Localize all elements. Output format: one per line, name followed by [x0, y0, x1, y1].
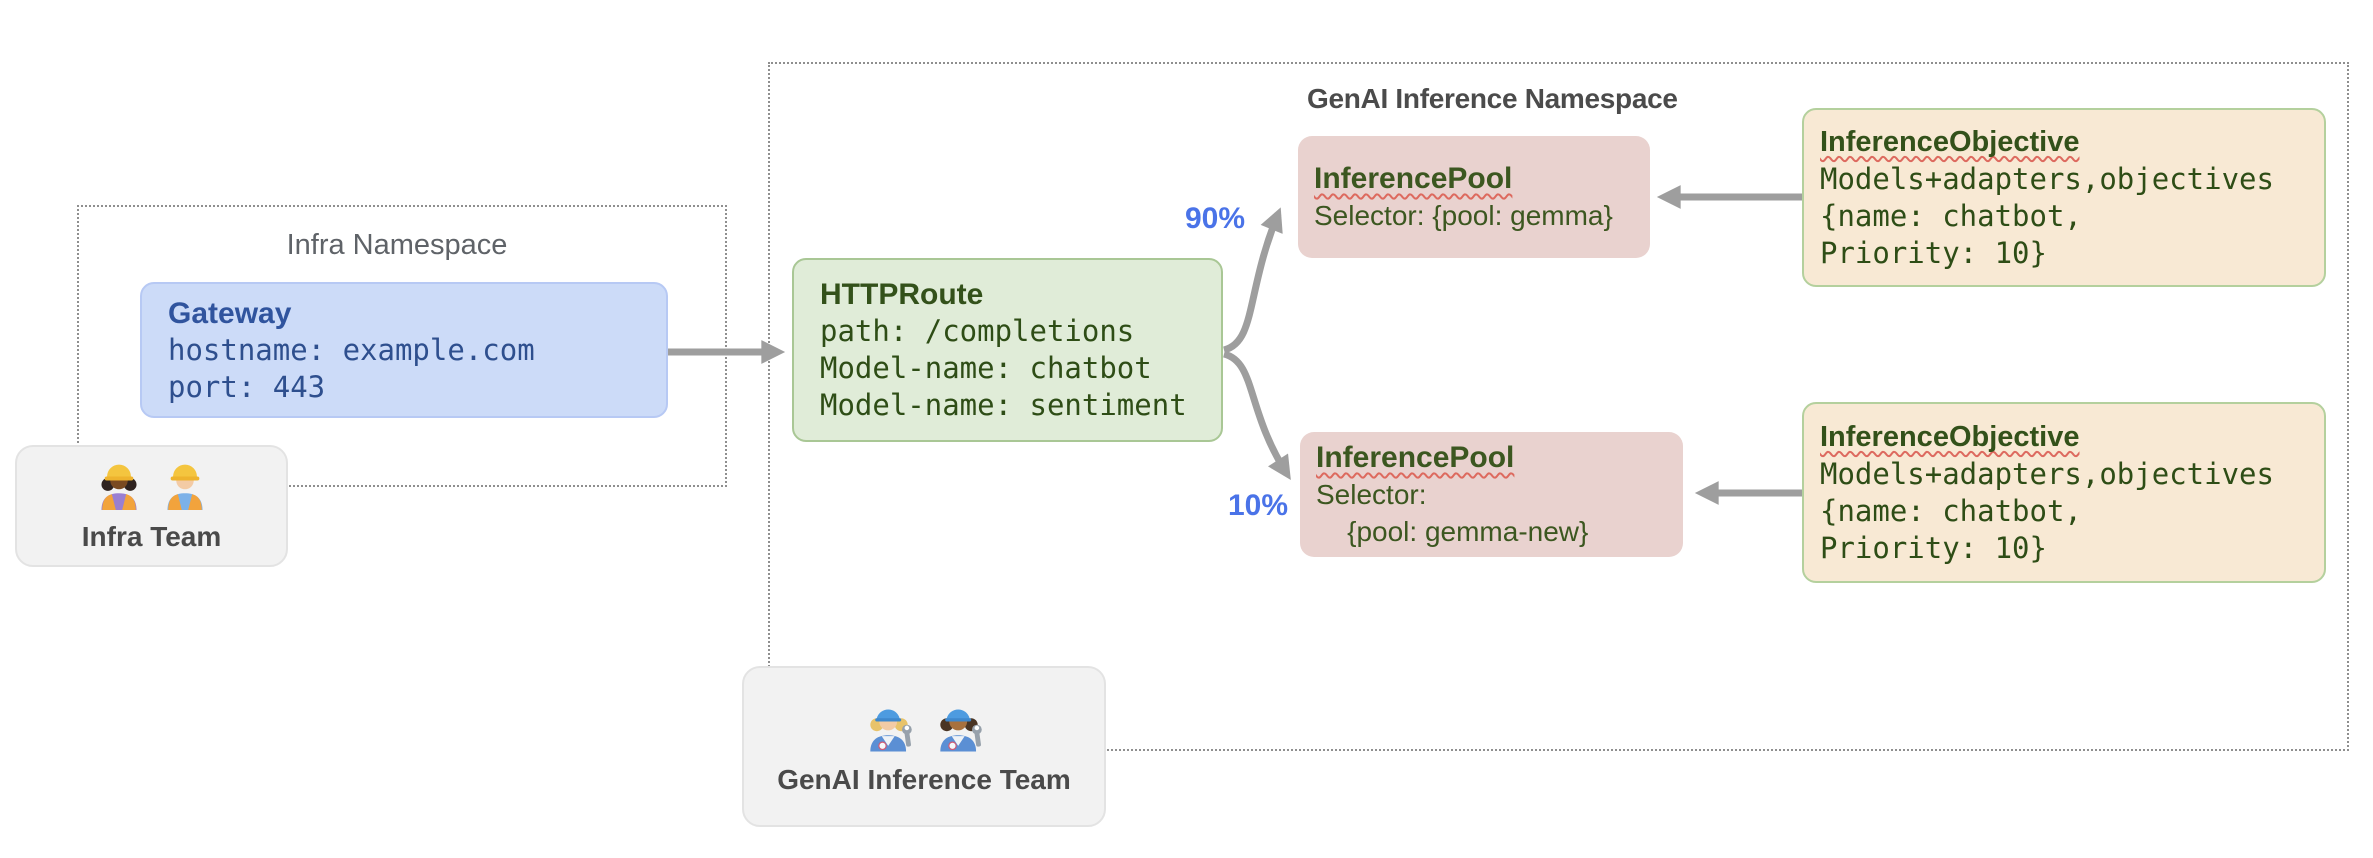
gateway-box: Gateway hostname: example.com port: 443 — [140, 282, 668, 418]
inference-objective-bottom-name-line: {name: chatbot, — [1820, 493, 2082, 528]
mechanic-man-icon — [933, 698, 985, 758]
httproute-path-line: path: /completions — [820, 314, 1135, 348]
infra-team-card: Infra Team — [15, 445, 288, 567]
traffic-weight-10-label: 10% — [1228, 489, 1289, 522]
infra-namespace-label: Infra Namespace — [286, 229, 508, 261]
inference-pool-bottom-box: InferencePool Selector: {pool: gemma-new… — [1300, 432, 1683, 557]
httproute-box: HTTPRoute path: /completions Model-name:… — [792, 258, 1223, 442]
inference-pool-top-selector-line: Selector: {pool: gemma} — [1314, 200, 1613, 231]
inference-objective-top-box: InferenceObjective Models+adapters,objec… — [1802, 108, 2326, 287]
genai-namespace-label: GenAI Inference Namespace — [1307, 83, 1678, 114]
httproute-model-sentiment-line: Model-name: sentiment — [820, 388, 1187, 422]
genai-team-icons — [863, 698, 985, 758]
inference-objective-top-models-line: Models+adapters,objectives — [1820, 161, 2274, 196]
inference-pool-bottom-selector-line: Selector: — [1316, 479, 1427, 510]
infra-namespace-box — [77, 205, 727, 487]
inference-objective-bottom-priority-line: Priority: 10} — [1820, 530, 2047, 565]
httproute-title: HTTPRoute — [820, 278, 984, 311]
infra-team-label: Infra Team — [81, 521, 222, 552]
genai-team-card: GenAI Inference Team — [742, 666, 1106, 827]
traffic-weight-90-label: 90% — [1185, 202, 1246, 235]
inference-pool-top-title: InferencePool — [1314, 162, 1513, 195]
gateway-hostname-line: hostname: example.com — [168, 332, 535, 367]
inference-pool-top-box: InferencePool Selector: {pool: gemma} — [1298, 136, 1650, 258]
infra-team-icons — [95, 459, 209, 515]
inference-pool-bottom-title: InferencePool — [1316, 441, 1515, 474]
inference-pool-bottom-selector-value-line: {pool: gemma-new} — [1316, 516, 1589, 547]
arrow-httproute-to-pool-top — [1222, 207, 1283, 354]
inference-objective-bottom-box: InferenceObjective Models+adapters,objec… — [1802, 402, 2326, 583]
gateway-title: Gateway — [168, 296, 292, 330]
httproute-model-chatbot-line: Model-name: chatbot — [820, 351, 1152, 385]
construction-worker-man-icon — [161, 459, 209, 515]
inference-objective-top-title: InferenceObjective — [1820, 125, 2080, 158]
inference-objective-top-name-line: {name: chatbot, — [1820, 198, 2082, 233]
gateway-port-line: port: 443 — [168, 369, 326, 404]
inference-objective-bottom-title: InferenceObjective — [1820, 420, 2080, 453]
arrow-httproute-to-pool-bottom — [1222, 350, 1291, 481]
genai-namespace-box — [768, 62, 2349, 751]
inference-objective-top-priority-line: Priority: 10} — [1820, 235, 2047, 270]
mechanic-woman-icon — [863, 698, 915, 758]
inference-objective-bottom-models-line: Models+adapters,objectives — [1820, 456, 2274, 491]
construction-worker-woman-icon — [95, 459, 143, 515]
genai-team-label: GenAI Inference Team — [777, 763, 1071, 795]
